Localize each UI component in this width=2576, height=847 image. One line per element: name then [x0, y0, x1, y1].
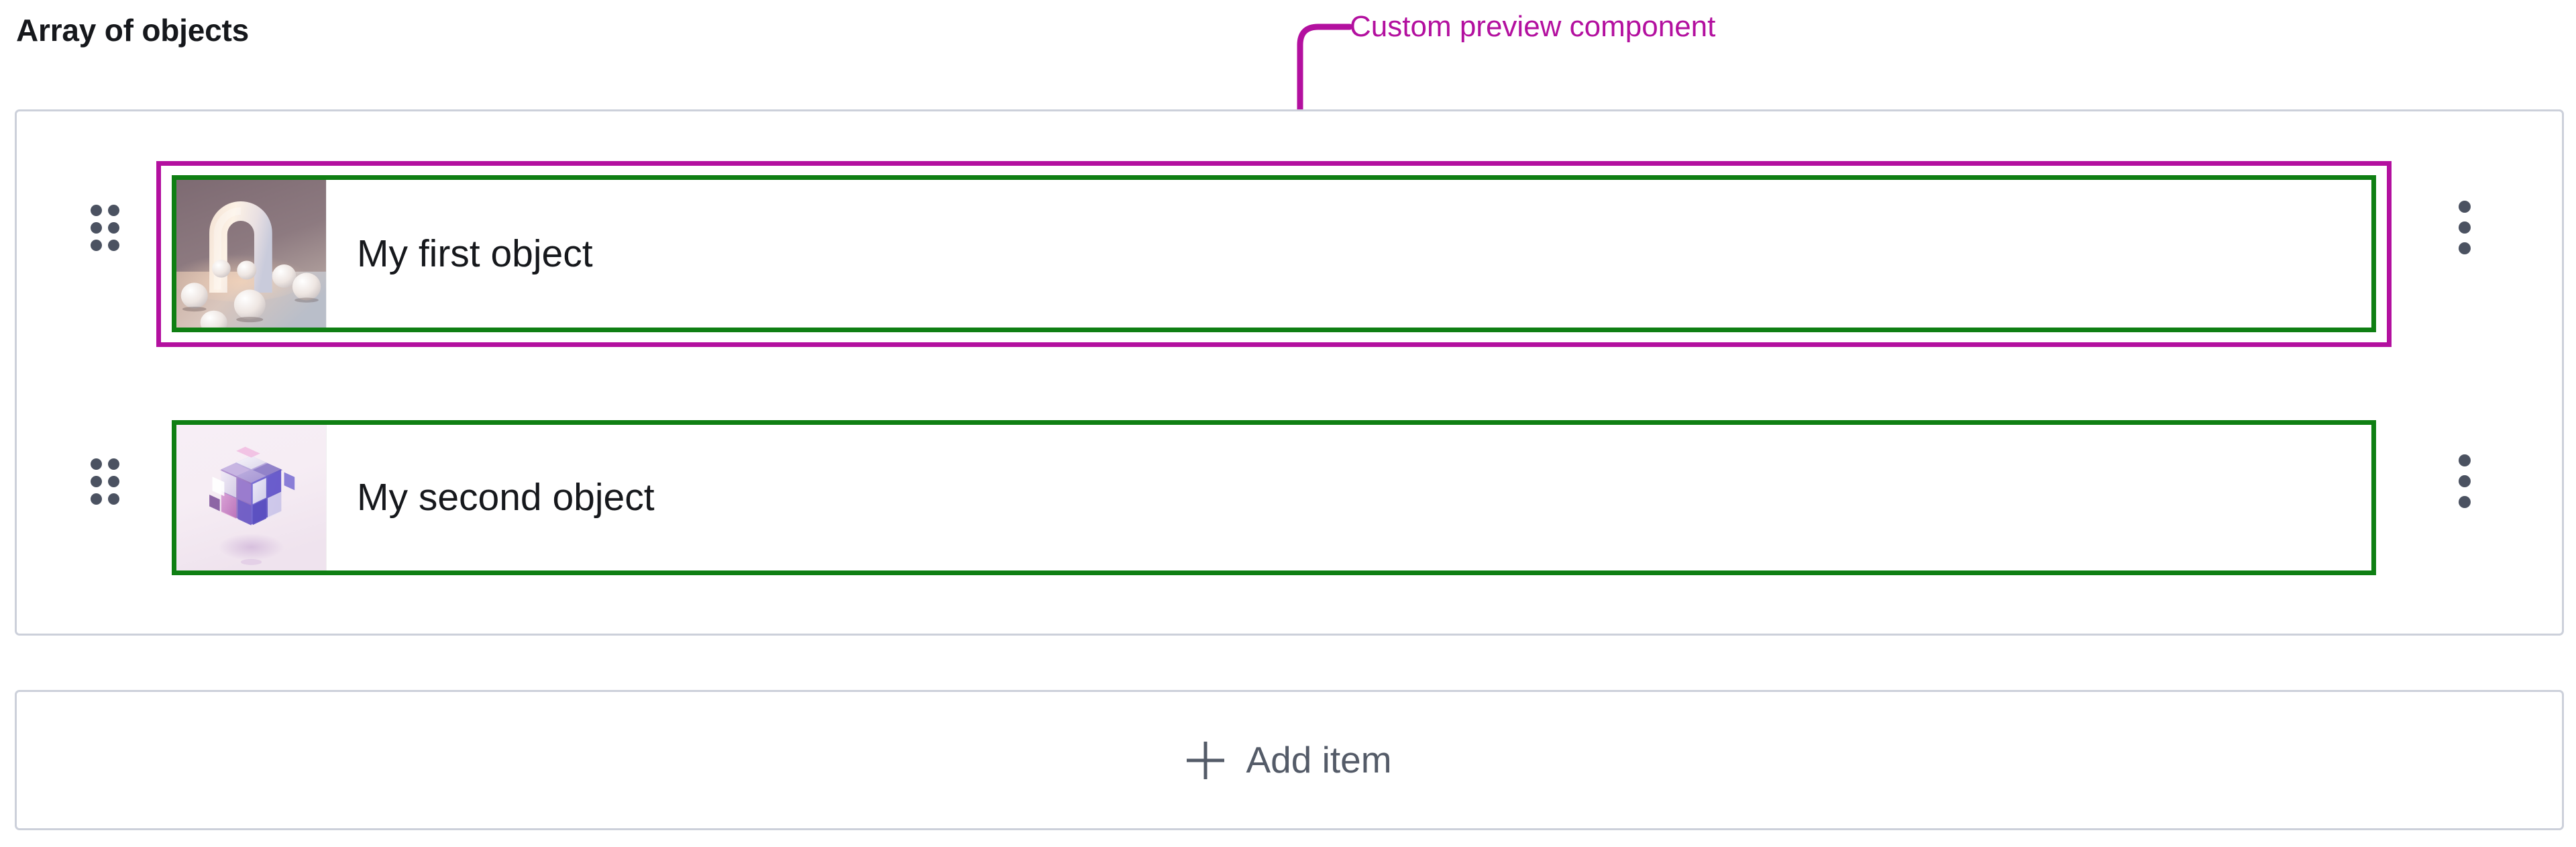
kebab-dot: [2459, 221, 2471, 234]
drag-dot: [107, 493, 119, 505]
drag-dot: [90, 239, 102, 251]
drag-dots-icon[interactable]: [87, 455, 122, 507]
custom-preview-component[interactable]: My second object: [172, 420, 2376, 575]
drag-dot: [90, 204, 102, 216]
array-item-title: My second object: [357, 477, 655, 519]
array-item-row[interactable]: [17, 403, 2562, 559]
kebab-menu-icon[interactable]: [2447, 197, 2483, 258]
kebab-menu-icon[interactable]: [2447, 450, 2483, 512]
plus-icon: [1187, 742, 1224, 779]
kebab-dot: [2459, 242, 2471, 254]
drag-dot: [90, 475, 102, 487]
array-item-title: My first object: [357, 232, 593, 275]
add-item-label: Add item: [1246, 739, 1392, 781]
annotation-label: Custom preview component: [1350, 10, 1716, 43]
array-item-row[interactable]: [17, 150, 2562, 305]
kebab-dot: [2459, 496, 2471, 508]
drag-dot: [90, 458, 102, 470]
kebab-dot: [2459, 454, 2471, 466]
drag-dot: [90, 493, 102, 505]
page-title: Array of objects: [16, 13, 250, 48]
drag-dot: [107, 458, 119, 470]
thumbnail-image: [176, 180, 327, 328]
drag-dots-icon[interactable]: [87, 201, 122, 254]
thumbnail-image: [176, 425, 327, 570]
custom-preview-component[interactable]: My first object: [172, 175, 2376, 332]
drag-dot: [107, 221, 119, 234]
drag-dot: [107, 204, 119, 216]
kebab-dot: [2459, 201, 2471, 213]
kebab-dot: [2459, 475, 2471, 487]
add-item-button[interactable]: Add item: [15, 690, 2564, 830]
drag-dot: [107, 239, 119, 251]
drag-dot: [107, 475, 119, 487]
drag-dot: [90, 221, 102, 234]
